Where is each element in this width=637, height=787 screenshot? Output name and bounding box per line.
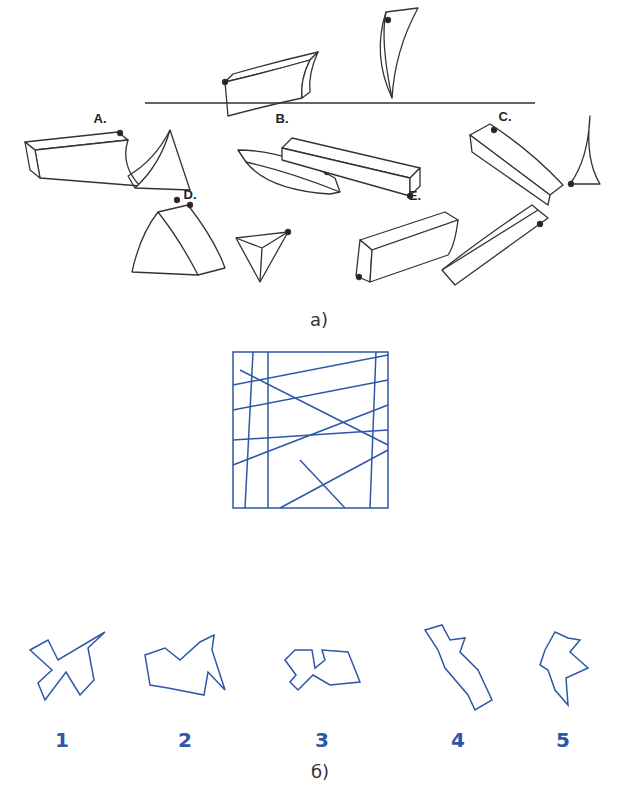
option-number: 3 [315, 730, 329, 750]
option-letter: E. [409, 189, 421, 202]
part-caption: а) [310, 311, 328, 329]
option-number: 2 [178, 730, 192, 750]
option-letter: C. [499, 110, 512, 123]
option-number: 1 [55, 730, 69, 750]
part-caption: б) [311, 763, 329, 781]
option-number: 4 [451, 730, 465, 750]
option-letter: B. [276, 112, 289, 125]
option-letter: D. [184, 188, 197, 201]
option-letter: A. [94, 112, 107, 125]
option-number: 5 [556, 730, 570, 750]
